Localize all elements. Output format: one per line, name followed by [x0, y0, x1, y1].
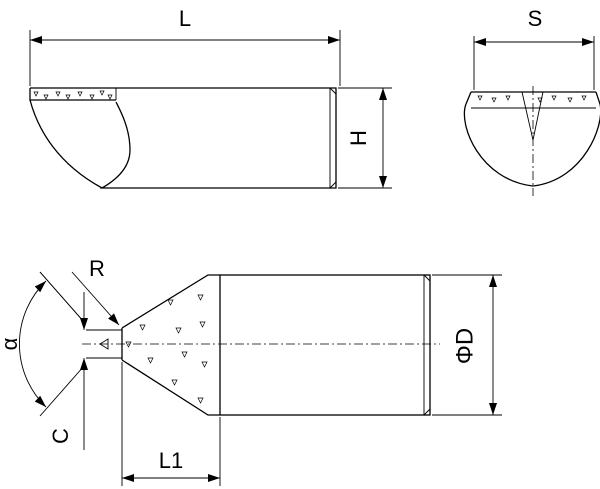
cone-insert-grains [125, 294, 208, 404]
side-view [29, 87, 337, 189]
dimension-height: H [338, 87, 392, 189]
label-length: L [179, 6, 191, 31]
label-tip-length: L1 [159, 448, 183, 473]
dimension-angle: α [0, 271, 85, 417]
dimension-chamfer: C [48, 292, 88, 450]
dimension-tip-length: L1 [121, 362, 221, 486]
dimension-width: S [473, 6, 595, 90]
end-view [463, 86, 600, 196]
label-angle: α [0, 337, 22, 350]
label-width: S [528, 6, 543, 31]
label-height: H [346, 130, 371, 146]
dimension-radius: R [39, 256, 120, 326]
end-insert-grains [477, 95, 587, 103]
dimension-length: L [29, 6, 341, 86]
label-radius: R [89, 256, 105, 281]
label-chamfer: C [48, 428, 73, 444]
insert-grains [33, 90, 113, 100]
label-diameter: ΦD [451, 328, 478, 364]
dimension-diameter: ΦD [432, 274, 502, 416]
conical-tool-view [82, 274, 440, 416]
